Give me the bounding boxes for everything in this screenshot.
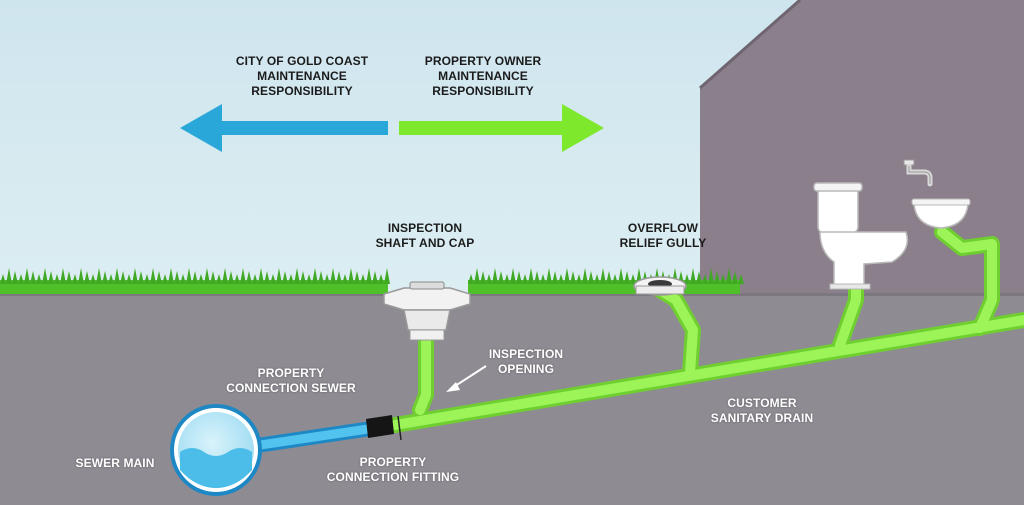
customer-drain-label: CUSTOMER SANITARY DRAIN — [710, 396, 814, 425]
toilet-icon — [813, 182, 909, 290]
overflow-gully — [633, 276, 687, 296]
inspection-shaft-cap — [383, 281, 471, 341]
property-connection-sewer-label: PROPERTY CONNECTION SEWER — [226, 366, 356, 395]
connection-fitting — [366, 415, 402, 441]
tap-icon — [903, 159, 933, 187]
city-responsibility-arrow — [180, 104, 388, 152]
owner-responsibility-arrow — [399, 104, 604, 152]
sewer-main-pipe — [170, 404, 262, 496]
connection-fitting-label: PROPERTY CONNECTION FITTING — [326, 455, 460, 484]
overflow-gully-label: OVERFLOW RELIEF GULLY — [619, 221, 707, 250]
owner-responsibility-label: PROPERTY OWNER MAINTENANCE RESPONSIBILIT… — [424, 54, 542, 98]
sewer-main-label: SEWER MAIN — [75, 456, 155, 470]
sink-icon — [911, 198, 971, 229]
inspection-opening-label: INSPECTION OPENING — [488, 347, 564, 376]
inspection-opening-pointer — [446, 365, 487, 392]
inspection-shaft-label: INSPECTION SHAFT AND CAP — [375, 221, 475, 250]
city-responsibility-label: CITY OF GOLD COAST MAINTENANCE RESPONSIB… — [235, 54, 369, 98]
